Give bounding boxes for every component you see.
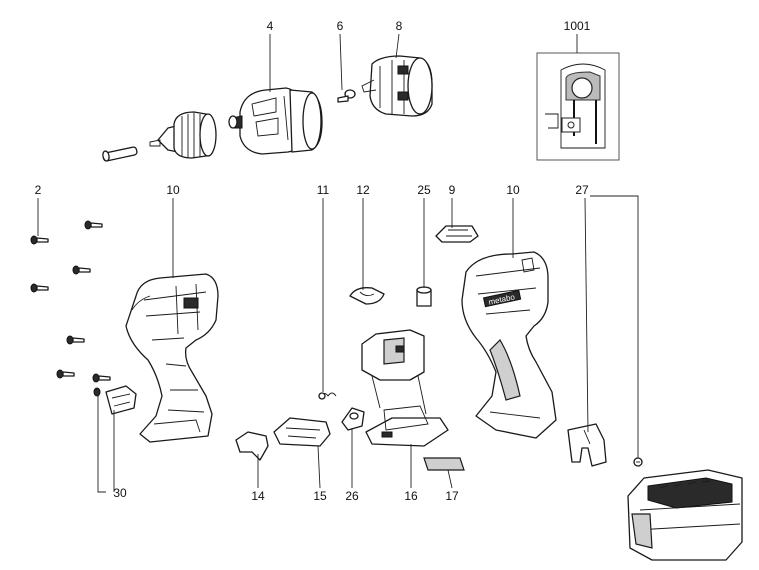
callout-9: 9	[449, 183, 456, 197]
callout-6: 6	[337, 19, 344, 33]
small-screw	[337, 89, 356, 103]
bushing	[416, 286, 432, 307]
callout-10-left: 10	[166, 183, 180, 197]
callout-2: 2	[35, 183, 42, 197]
switch-plate	[273, 417, 331, 447]
callout-30: 30	[113, 486, 127, 500]
direction-switch	[105, 385, 137, 415]
label-pad	[423, 457, 465, 471]
callout-numbers: 4 6 8 1001 2 10 11 12 25 9 10 27 30 14 1…	[35, 19, 591, 503]
wiring-schematic-box	[536, 52, 620, 161]
belt-clip	[567, 423, 607, 467]
callout-26: 26	[345, 489, 359, 503]
drill-chuck	[149, 111, 217, 159]
led-holder	[341, 407, 365, 431]
callout-16: 16	[404, 489, 418, 503]
callout-12: 12	[356, 183, 370, 197]
callout-17: 17	[445, 489, 459, 503]
callout-25: 25	[417, 183, 431, 197]
trigger-lever	[235, 431, 269, 461]
belt-clip-cover	[435, 225, 479, 243]
housing-left-half	[125, 273, 219, 443]
clip-screw	[633, 457, 643, 467]
spring	[318, 392, 337, 400]
battery-pack	[627, 469, 743, 561]
callout-14: 14	[251, 489, 265, 503]
callout-1001: 1001	[564, 19, 591, 33]
gearbox	[228, 87, 323, 155]
motor	[361, 55, 433, 117]
callout-11: 11	[317, 183, 330, 197]
callout-27: 27	[575, 183, 589, 197]
callout-15: 15	[313, 489, 327, 503]
housing-screws	[30, 220, 111, 397]
leader-lines	[37, 33, 639, 493]
switch-assembly	[361, 329, 449, 447]
callout-8: 8	[396, 19, 403, 33]
housing-right-half: metabo	[461, 251, 557, 439]
chuck-pin	[102, 146, 138, 162]
callout-4: 4	[267, 19, 274, 33]
trigger-cap	[349, 287, 385, 305]
callout-10-right: 10	[506, 183, 520, 197]
